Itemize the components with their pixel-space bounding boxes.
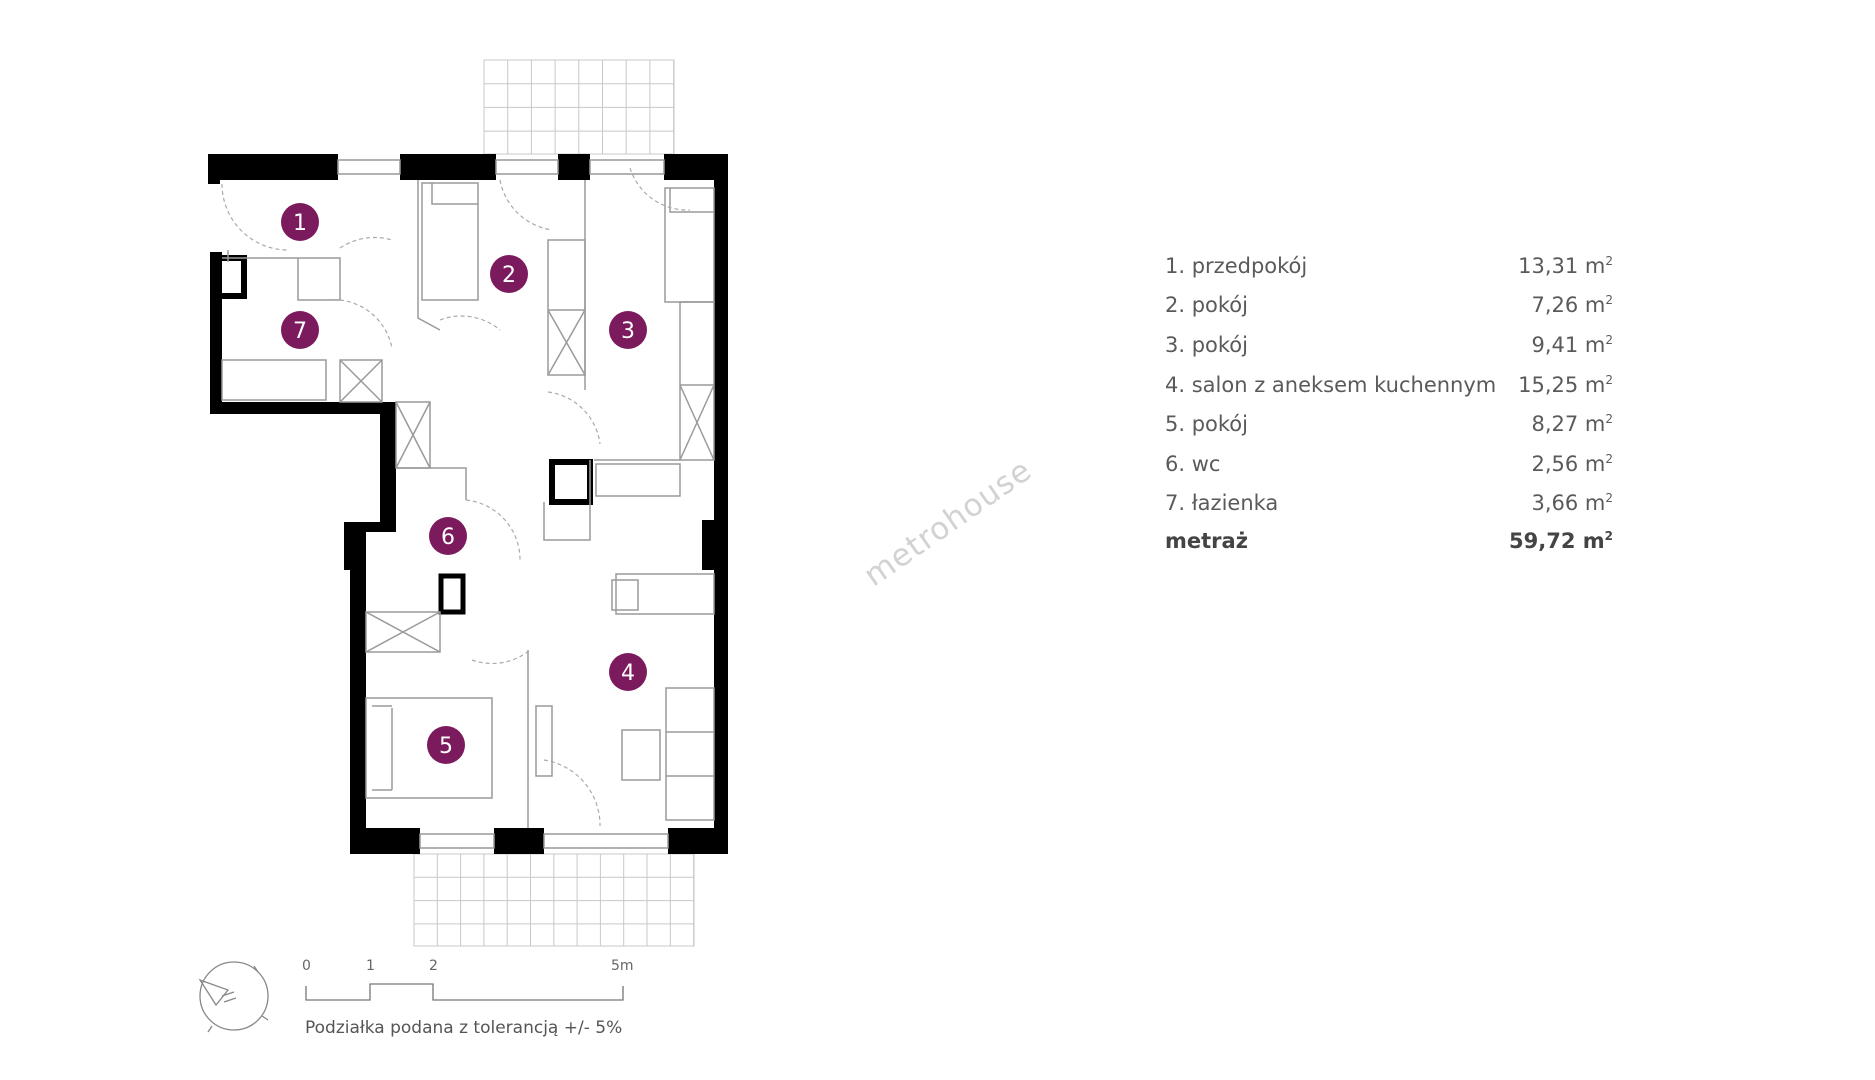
windows [337,159,669,849]
room-number: 7 [293,319,307,344]
area-row: 7. łazienka 3,66 m2 [1165,484,1613,524]
room-label: 7. łazienka [1165,491,1279,516]
room-label: 4. salon z aneksem kuchennym [1165,372,1497,397]
balcony-bottom [413,853,695,947]
scale-label-0: 0 [302,958,311,974]
room-label: 2. pokój [1165,293,1248,318]
room-number: 3 [621,319,635,344]
room-number: 5 [439,734,453,759]
room-area: 8,27 m2 [1531,412,1613,437]
room-number: 1 [293,211,307,236]
room-number: 2 [502,263,516,288]
north-arrow-icon [198,961,269,1033]
room-marker-3: 3 [609,311,647,349]
room-area: 3,66 m2 [1531,491,1613,516]
area-row: 4. salon z aneksem kuchennym 15,25 m2 [1165,365,1613,405]
room-area: 9,41 m2 [1531,332,1613,357]
room-area: 2,56 m2 [1531,451,1613,476]
area-row: 2. pokój 7,26 m2 [1165,286,1613,326]
scale-label-2: 2 [429,958,438,974]
interior-lines [221,180,715,828]
room-marker-6: 6 [429,517,467,555]
scale-bar [305,983,624,1001]
room-label: 1. przedpokój [1165,253,1308,278]
walls [208,154,728,854]
door-swings [221,167,691,827]
room-area: 7,26 m2 [1531,293,1613,318]
area-row: 1. przedpokój 13,31 m2 [1165,246,1613,286]
room-marker-1: 1 [281,203,319,241]
area-table: 1. przedpokój 13,31 m2 2. pokój 7,26 m2 3. p… [1165,246,1613,561]
room-marker-4: 4 [609,653,647,691]
scale-caption: Podziałka podana z tolerancją +/- 5% [305,1018,623,1038]
room-label: 3. pokój [1165,332,1248,357]
room-marker-2: 2 [490,255,528,293]
room-label: 5. pokój [1165,412,1248,437]
area-row: 3. pokój 9,41 m2 [1165,325,1613,365]
area-row: 6. wc 2,56 m2 [1165,444,1613,484]
scale-label-5m: 5m [611,958,634,974]
total-row: metraż 59,72 m2 [1165,521,1613,561]
room-area: 15,25 m2 [1518,372,1613,397]
total-label: metraż [1165,528,1248,553]
room-marker-7: 7 [281,311,319,349]
room-area: 13,31 m2 [1518,253,1613,278]
room-label: 6. wc [1165,451,1221,476]
area-row: 5. pokój 8,27 m2 [1165,404,1613,444]
total-value: 59,72 m2 [1509,528,1613,553]
room-marker-5: 5 [427,726,465,764]
balcony-top [483,59,675,155]
room-number: 4 [621,661,635,686]
scale-label-1: 1 [366,958,375,974]
room-number: 6 [441,525,455,550]
